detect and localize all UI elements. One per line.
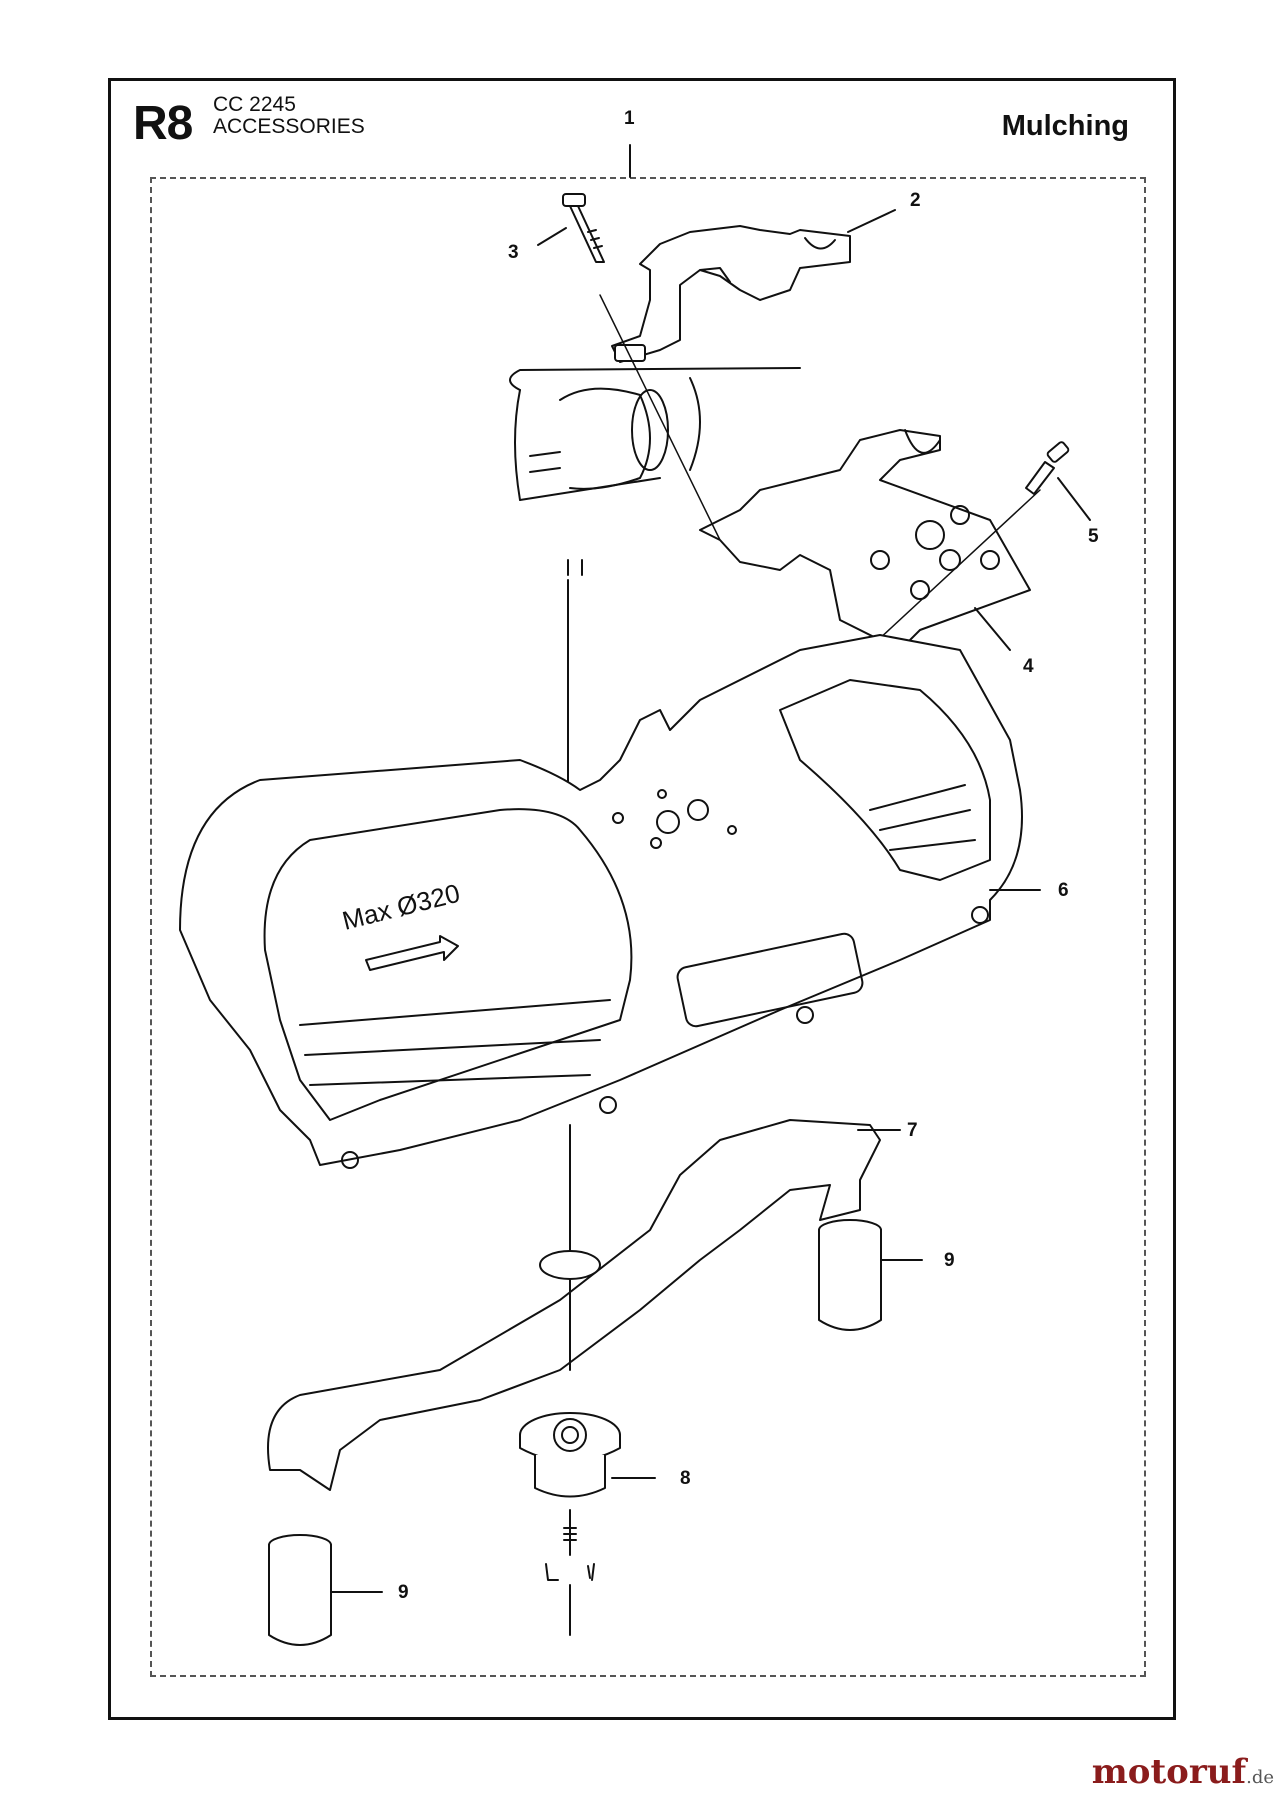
callout-1: 1 <box>624 108 635 129</box>
part-2-clamp <box>611 225 851 363</box>
leader-line-4 <box>974 607 1011 651</box>
leader-line-5 <box>1057 477 1091 521</box>
leader-line-2 <box>847 209 896 233</box>
page-frame <box>108 78 1176 1720</box>
callout-5: 5 <box>1088 526 1099 547</box>
part-4-bracket <box>699 429 1031 651</box>
callout-8: 8 <box>680 1468 691 1489</box>
page-code: R8 <box>133 97 193 150</box>
part-9-sleeve-right <box>818 1219 882 1331</box>
kit-boundary <box>150 177 1146 1677</box>
callout-4: 4 <box>1023 656 1034 677</box>
callout-6: 6 <box>1058 880 1069 901</box>
callout-7: 7 <box>907 1120 918 1141</box>
callout-9a: 9 <box>944 1250 955 1271</box>
callout-9b: 9 <box>398 1582 409 1603</box>
section-name: ACCESSORIES <box>213 115 365 138</box>
watermark[interactable]: motoruf.de <box>1092 1752 1274 1792</box>
model-number: CC 2245 <box>213 93 296 116</box>
watermark-tld: .de <box>1246 1767 1274 1788</box>
callout-2: 2 <box>910 190 921 211</box>
leader-line-3 <box>537 227 567 246</box>
part-5-screw <box>1025 441 1070 495</box>
guide-line-3 <box>599 294 721 541</box>
shaft-tube <box>509 367 801 501</box>
part-6-guard <box>179 634 1023 1169</box>
page-title: Mulching <box>1001 110 1129 142</box>
part-3-screw <box>562 193 605 263</box>
watermark-brand: motoruf <box>1091 1752 1247 1792</box>
callout-3: 3 <box>508 242 519 263</box>
part-8-nut <box>519 1412 621 1498</box>
part-9-sleeve-left <box>268 1534 332 1646</box>
